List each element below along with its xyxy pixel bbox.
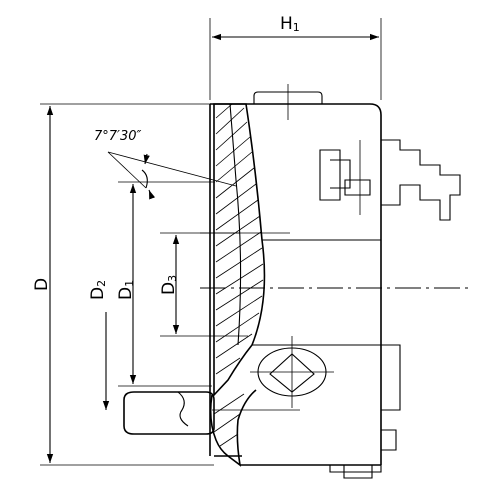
dimension-d3: D3 [159,232,248,337]
jaw-slot-inner [330,159,351,189]
angle-arrow-top [143,153,150,165]
bottom-foot-inner [343,465,373,479]
angle-arc [141,169,148,189]
angle-arrow-bottom [148,189,156,200]
pin-break-line [177,391,189,427]
taper-angle-callout: 7°7′30″ [94,129,237,200]
d1-label: D1 [116,280,136,300]
chuck-body [209,84,461,479]
jaw-slot [319,149,341,201]
h1-label: H1 [280,14,300,34]
lower-key [381,344,401,411]
dimension-h1: H1 [209,14,382,100]
pin-body [123,391,215,435]
mounting-hole [250,336,334,408]
jaw-key [344,179,371,196]
hole-diamond [269,353,315,393]
bottom-foot [329,465,382,473]
angle-label: 7°7′30″ [94,129,142,144]
angle-leader-lower [107,151,147,189]
dimension-d: D [32,103,214,466]
lower-step [381,429,397,451]
d3-label: D3 [159,275,179,295]
face-hatching [213,103,264,447]
d-label: D [32,278,52,291]
pinion-pin [123,391,300,435]
face-inner-line [229,103,242,346]
face-section [213,103,266,398]
dimension-d2: D2 [88,280,110,410]
d2-label: D2 [88,280,108,300]
dimension-d1: D1 [116,181,215,387]
body-outline [210,103,382,465]
jaw-upper [381,139,461,221]
